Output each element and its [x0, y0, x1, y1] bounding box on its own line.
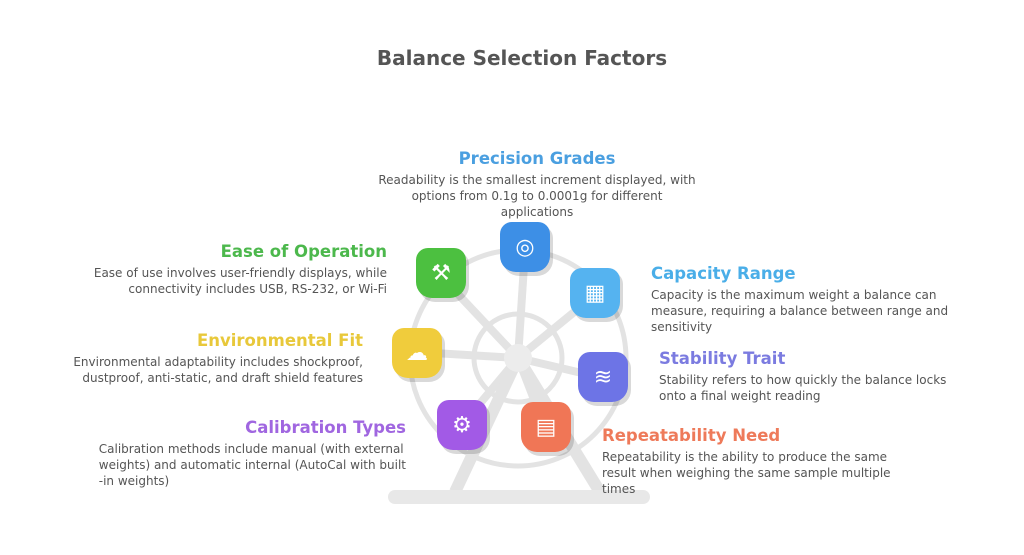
factor-environmental: Environmental Fit Environmental adaptabi…	[73, 331, 363, 386]
factor-heading: Capacity Range	[651, 264, 796, 283]
cloud-box-icon: ☁	[392, 328, 442, 378]
factor-ease: Ease of Operation Ease of use involves u…	[94, 242, 387, 297]
factor-desc: dustproof, anti-static, and draft shield…	[82, 371, 363, 385]
disc-icon: ◎	[500, 222, 550, 272]
factor-desc: Readability is the smallest increment di…	[378, 173, 696, 187]
settings-window-icon: ⚙	[437, 400, 487, 450]
factor-heading: Repeatability Need	[602, 426, 781, 445]
boat-icon: ≋	[578, 352, 628, 402]
factor-desc: Calibration methods include manual (with…	[98, 442, 404, 456]
factor-desc: Capacity is the maximum weight a balance…	[651, 288, 937, 302]
factor-desc: sensitivity	[651, 320, 713, 334]
factor-desc: result when weighing the same sample mul…	[602, 466, 891, 480]
factor-desc: options from 0.1g to 0.0001g for differe…	[411, 189, 663, 203]
building-icon: ▦	[570, 268, 620, 318]
factor-desc: weights) and automatic internal (AutoCal…	[98, 458, 406, 472]
factor-desc: measure, requiring a balance between ran…	[651, 304, 949, 318]
factor-precision: Precision Grades Readability is the smal…	[367, 149, 707, 220]
book-icon: ▤	[521, 402, 571, 452]
factor-calibration: Calibration Types Calibration methods in…	[99, 418, 406, 489]
factor-desc: applications	[500, 205, 574, 219]
factor-heading: Environmental Fit	[196, 331, 363, 350]
factor-desc: Ease of use involves user-friendly displ…	[93, 266, 387, 280]
factor-heading: Calibration Types	[245, 418, 406, 437]
robot-arm-icon: ⚒	[416, 248, 466, 298]
factor-desc: times	[602, 482, 636, 496]
factor-heading: Precision Grades	[458, 149, 616, 168]
diagram-title: Balance Selection Factors	[376, 46, 668, 70]
factor-heading: Stability Trait	[659, 349, 786, 368]
factor-desc: -in weights)	[98, 474, 170, 488]
factor-desc: Repeatability is the ability to produce …	[602, 450, 888, 464]
factor-desc: Environmental adaptability includes shoc…	[73, 355, 363, 369]
factor-stability: Stability Trait Stability refers to how …	[659, 349, 946, 404]
factor-heading: Ease of Operation	[220, 242, 387, 261]
factor-desc: onto a final weight reading	[659, 389, 821, 403]
factor-desc: connectivity includes USB, RS-232, or Wi…	[128, 282, 387, 296]
factor-desc: Stability refers to how quickly the bala…	[659, 373, 947, 387]
factor-repeatability: Repeatability Need Repeatability is the …	[602, 426, 891, 497]
factor-capacity: Capacity Range Capacity is the maximum w…	[651, 264, 948, 335]
